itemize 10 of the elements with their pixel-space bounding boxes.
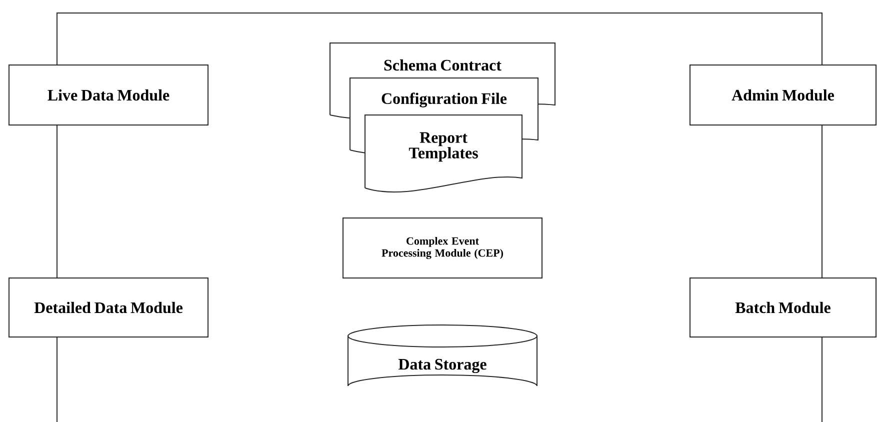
module-box: Admin Module — [690, 64, 876, 126]
connector-line — [56, 12, 822, 66]
connector-line — [56, 124, 58, 278]
module-box: Live Data Module — [8, 64, 208, 126]
connector-line — [56, 336, 58, 422]
module-box: Batch Module — [690, 278, 876, 338]
module-box: Detailed Data Module — [8, 278, 208, 338]
document-shape: Report Templates — [364, 114, 522, 192]
module-box: Complex Event Processing Module (CEP) — [342, 218, 542, 278]
storage-cylinder: Data Storage — [348, 324, 538, 386]
